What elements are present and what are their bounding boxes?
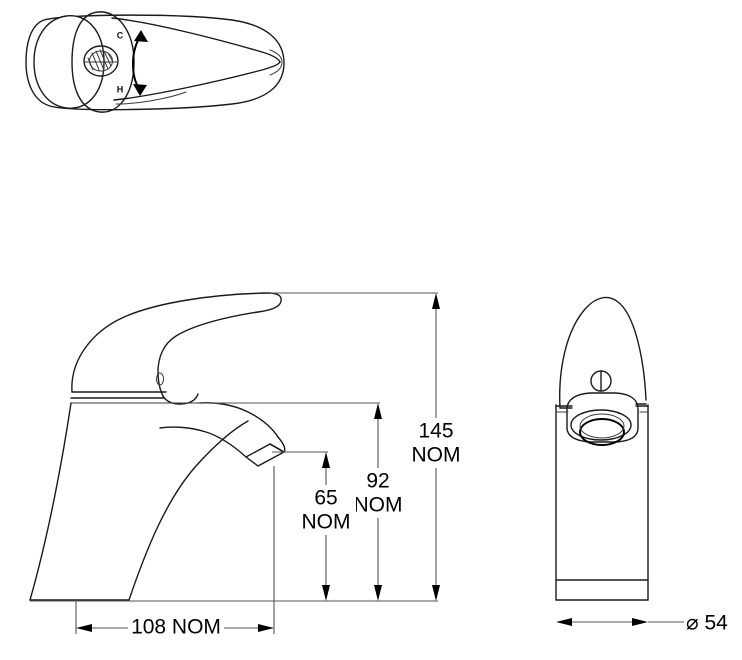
top-view-group: C H	[25, 11, 285, 113]
dim-arrow-overall-top	[432, 293, 440, 309]
dim-suffix-spout-height: NOM	[302, 511, 351, 534]
dim-value-body-height: 92	[366, 470, 389, 493]
top-view-lever-seam	[115, 91, 187, 105]
cold-marker-label: C	[117, 30, 124, 40]
dim-arrow-body-top	[374, 403, 382, 419]
dim-suffix-overall-height: NOM	[412, 444, 461, 467]
dim-arrow-spout-top	[322, 452, 330, 468]
dim-arrow-overall-bottom	[432, 585, 440, 601]
dim-value-overall-height: 145	[418, 420, 453, 443]
side-aerator-outlet	[245, 443, 285, 467]
side-view-group	[29, 292, 286, 601]
dim-arrow-spout-bottom	[322, 585, 330, 601]
top-view-lever-tip-inner	[269, 49, 283, 76]
dim-suffix-body-height: NOM	[354, 494, 403, 517]
side-spout-top-curve	[199, 402, 279, 438]
top-view-index-disc	[83, 45, 119, 77]
dim-label-bg-depth	[128, 613, 224, 643]
side-lever-pivot-dimple	[156, 372, 164, 386]
side-body-left-flank	[29, 402, 72, 601]
dim-value-base-diameter: ⌀ 54	[686, 612, 728, 635]
hot-marker-label: H	[117, 84, 124, 94]
side-body-right-flank	[128, 420, 249, 601]
dim-arrow-depth-left	[76, 624, 92, 632]
top-view-cap-outline	[71, 11, 135, 113]
top-view-pivot-dome	[33, 15, 105, 109]
front-outlet-rim-ellipse	[579, 418, 625, 446]
rotation-arrow-head-cold	[134, 30, 148, 42]
dim-arrow-diameter-right	[632, 618, 648, 626]
side-lever-top-profile	[71, 292, 282, 393]
dim-value-overall-depth: 108 NOM	[131, 616, 221, 639]
front-spout-shoulder	[566, 392, 639, 443]
front-outlet-outer-ellipse	[570, 409, 632, 441]
dim-arrow-body-bottom	[374, 585, 382, 601]
dim-label-bg-overall	[404, 418, 468, 468]
dim-arrow-depth-right	[258, 624, 274, 632]
side-spout-underside	[159, 426, 247, 458]
front-view-group	[555, 296, 649, 601]
side-lever-underside	[157, 311, 259, 397]
dim-label-bg-body	[348, 468, 408, 518]
front-outlet-inner-ellipse	[579, 413, 625, 439]
dim-value-spout-height: 65	[314, 487, 337, 510]
side-view-dimensions: 145 NOM 92 NOM 65 NOM 108 NOM	[30, 292, 468, 643]
top-view-lever-lower-edge	[113, 61, 281, 101]
side-lever-hub-front	[162, 393, 199, 405]
rotation-arrow-head-hot	[133, 84, 147, 96]
front-handle-dome	[559, 296, 647, 409]
top-view-lever-upper-edge	[111, 17, 281, 63]
front-view-dimensions: ⌀ 54	[556, 612, 728, 635]
dim-label-bg-spout	[296, 485, 356, 535]
dim-arrow-diameter-left	[556, 618, 572, 626]
